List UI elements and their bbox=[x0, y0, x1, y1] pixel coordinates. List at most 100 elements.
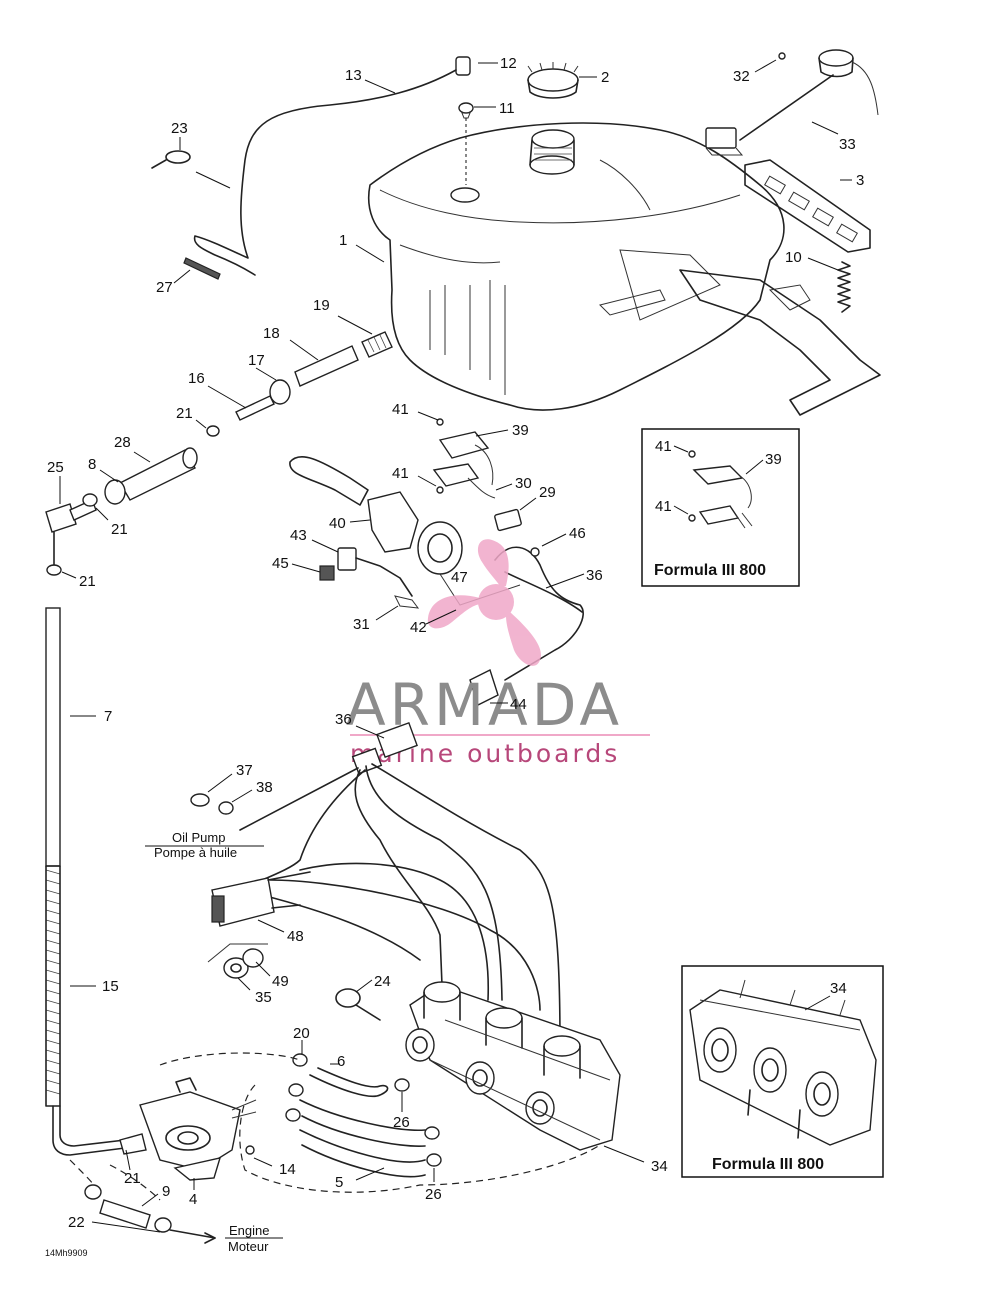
connector-43 bbox=[319, 547, 420, 609]
part-label-42: 42 bbox=[410, 619, 427, 636]
tank-strap bbox=[744, 159, 871, 253]
inset-carburetors: 34 Formula III 800 bbox=[681, 965, 884, 1178]
part-label-27: 27 bbox=[156, 279, 173, 296]
carburetor-harness bbox=[239, 722, 561, 1046]
filter-boundary bbox=[69, 1159, 161, 1201]
fuel-line bbox=[45, 607, 126, 1156]
oil-pump-label-en: Oil Pump bbox=[172, 830, 225, 845]
inset1-label-41b: 41 bbox=[655, 498, 672, 515]
part-label-46: 46 bbox=[569, 525, 586, 542]
part-label-38: 38 bbox=[256, 779, 273, 796]
part-label-21-lower: 21 bbox=[79, 573, 96, 590]
part-label-15: 15 bbox=[102, 978, 119, 995]
part-label-1: 1 bbox=[339, 232, 347, 249]
part-label-25: 25 bbox=[47, 459, 64, 476]
inset1-label-41a: 41 bbox=[655, 438, 672, 455]
fuel-tank bbox=[367, 122, 881, 416]
part-label-11: 11 bbox=[499, 100, 515, 117]
oil-pump-label-fr: Pompe à huile bbox=[154, 845, 237, 860]
hose-clamp bbox=[151, 150, 191, 169]
watermark: ARMADA marine outboards bbox=[346, 539, 650, 768]
part-label-24: 24 bbox=[374, 973, 391, 990]
part-label-5: 5 bbox=[335, 1174, 343, 1191]
fuel-filter bbox=[84, 1184, 216, 1244]
throttle-handle bbox=[289, 456, 521, 606]
inset1-title: Formula III 800 bbox=[654, 562, 766, 579]
carburetors bbox=[405, 981, 621, 1151]
part-label-6: 6 bbox=[337, 1053, 345, 1070]
part-label-39: 39 bbox=[512, 422, 529, 439]
part-label-47: 47 bbox=[451, 569, 468, 586]
part-label-36-lower: 36 bbox=[335, 711, 352, 728]
connector-48 bbox=[207, 871, 311, 979]
part-label-30: 30 bbox=[515, 475, 532, 492]
part-label-23: 23 bbox=[171, 120, 188, 137]
engine-label-fr: Moteur bbox=[228, 1239, 269, 1254]
engine-note: Engine Moteur bbox=[225, 1223, 283, 1254]
cable-36 bbox=[469, 546, 584, 706]
part-label-32: 32 bbox=[733, 68, 750, 85]
part-label-31: 31 bbox=[353, 616, 370, 633]
part-label-26-upper: 26 bbox=[393, 1114, 410, 1131]
inset2-label-34: 34 bbox=[830, 980, 847, 997]
part-label-29: 29 bbox=[539, 484, 556, 501]
part-label-26-lower: 26 bbox=[425, 1186, 442, 1203]
part-label-2: 2 bbox=[601, 69, 609, 86]
engine-label-en: Engine bbox=[229, 1223, 269, 1238]
inset-throttle-switch: 41 39 41 Formula III 800 bbox=[641, 428, 800, 587]
fuel-gauge-sender bbox=[705, 49, 879, 156]
part-label-36-top: 36 bbox=[586, 567, 603, 584]
tie-strap bbox=[335, 988, 381, 1021]
part-label-4: 4 bbox=[189, 1191, 197, 1208]
part-label-19: 19 bbox=[313, 297, 330, 314]
part-label-10: 10 bbox=[785, 249, 802, 266]
watermark-logo bbox=[427, 539, 541, 666]
nut bbox=[218, 801, 234, 815]
part-label-12: 12 bbox=[500, 55, 517, 72]
part-label-13: 13 bbox=[345, 67, 362, 84]
part-label-49: 49 bbox=[272, 973, 289, 990]
part-label-44: 44 bbox=[510, 696, 527, 713]
washer bbox=[190, 793, 210, 807]
part-label-17: 17 bbox=[248, 352, 265, 369]
inset1-label-39: 39 bbox=[765, 451, 782, 468]
inset2-title: Formula III 800 bbox=[712, 1156, 824, 1173]
part-label-37: 37 bbox=[236, 762, 253, 779]
fuel-cap bbox=[527, 62, 579, 99]
part-label-14: 14 bbox=[279, 1161, 296, 1178]
vent-hose bbox=[193, 69, 457, 276]
fuel-pump bbox=[119, 1077, 257, 1181]
part-label-3: 3 bbox=[856, 172, 864, 189]
part-label-45: 45 bbox=[272, 555, 289, 572]
pump-boundary bbox=[159, 1052, 601, 1193]
oil-pump-note: Oil Pump Pompe à huile bbox=[145, 830, 264, 860]
part-label-41-top: 41 bbox=[392, 401, 409, 418]
primer-assembly bbox=[104, 331, 393, 505]
part-label-22: 22 bbox=[68, 1214, 85, 1231]
strap-spring bbox=[837, 261, 851, 313]
part-label-18: 18 bbox=[263, 325, 280, 342]
part-label-34: 34 bbox=[651, 1158, 668, 1175]
part-label-40: 40 bbox=[329, 515, 346, 532]
part-label-35: 35 bbox=[255, 989, 272, 1006]
part-label-21-t: 21 bbox=[111, 521, 128, 538]
part-labels: 12 2 13 11 32 33 23 3 1 27 10 19 18 17 1… bbox=[47, 55, 864, 1233]
part-label-43: 43 bbox=[290, 527, 307, 544]
part-label-21-top: 21 bbox=[176, 405, 193, 422]
part-label-20: 20 bbox=[293, 1025, 310, 1042]
reference-code: 14Mh9909 bbox=[45, 1248, 88, 1258]
vent-fitting bbox=[455, 56, 474, 185]
part-label-41-mid: 41 bbox=[392, 465, 409, 482]
part-label-33: 33 bbox=[839, 136, 856, 153]
fuel-hoses bbox=[285, 1053, 442, 1178]
part-label-9: 9 bbox=[162, 1183, 170, 1200]
watermark-brand: ARMADA bbox=[346, 671, 623, 739]
part-label-21-pump: 21 bbox=[124, 1170, 141, 1187]
part-label-16: 16 bbox=[188, 370, 205, 387]
part-label-8: 8 bbox=[88, 456, 96, 473]
throttle-switch bbox=[432, 418, 522, 532]
part-label-28: 28 bbox=[114, 434, 131, 451]
t-fitting bbox=[45, 493, 98, 576]
part-label-7: 7 bbox=[104, 708, 112, 725]
